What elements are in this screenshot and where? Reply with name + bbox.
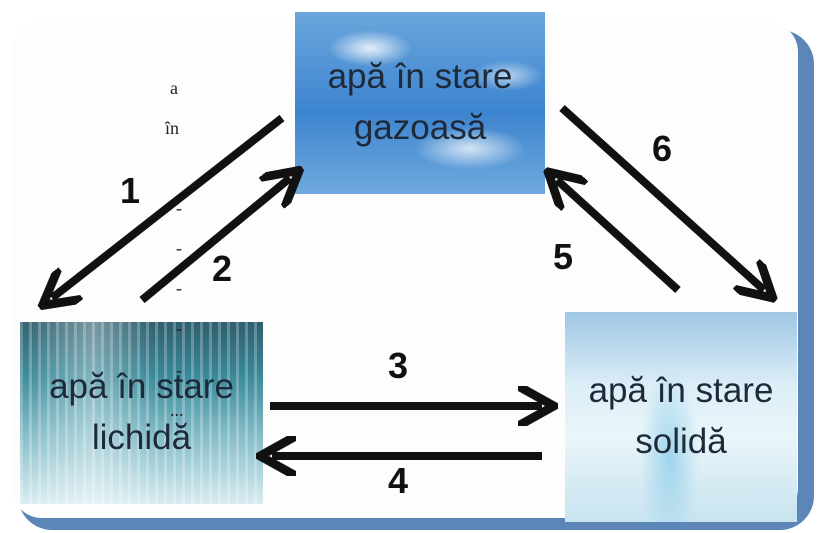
arrow-5-label: 5 bbox=[553, 236, 574, 277]
arrow-1-label: 1 bbox=[120, 170, 141, 211]
cropped-text-fragment: ... bbox=[170, 400, 184, 420]
arrow-3-label: 3 bbox=[388, 345, 409, 386]
cropped-text-fragment: - bbox=[176, 278, 182, 298]
arrow-4-label: 4 bbox=[388, 460, 409, 501]
arrow-6-gas-to-solid bbox=[559, 105, 764, 290]
arrow-2-label: 2 bbox=[212, 248, 233, 289]
arrow-6-label: 6 bbox=[652, 128, 673, 169]
cropped-text-fragment: - bbox=[176, 360, 182, 380]
arrow-2-liquid-to-gas bbox=[139, 178, 290, 304]
gas-state-box: apă în stare gazoasă bbox=[295, 12, 545, 194]
cropped-text-fragment: în bbox=[165, 118, 180, 138]
cropped-text-fragment: - bbox=[176, 318, 182, 338]
cropped-text-fragment: - bbox=[176, 238, 182, 258]
liquid-state-box: apă în stare lichidă bbox=[20, 322, 263, 504]
gas-state-label: apă în stare gazoasă bbox=[327, 57, 513, 147]
arrow-1-gas-to-liquid bbox=[52, 114, 285, 298]
liquid-state-label: apă în stare lichidă bbox=[49, 367, 234, 457]
cropped-text-fragment: a bbox=[170, 78, 178, 98]
cropped-text-fragment: - bbox=[176, 198, 182, 218]
arrow-5-solid-to-gas bbox=[557, 180, 681, 293]
solid-state-box: apă în stare solidă bbox=[565, 312, 797, 522]
solid-state-label: apă în stare solidă bbox=[588, 371, 774, 461]
